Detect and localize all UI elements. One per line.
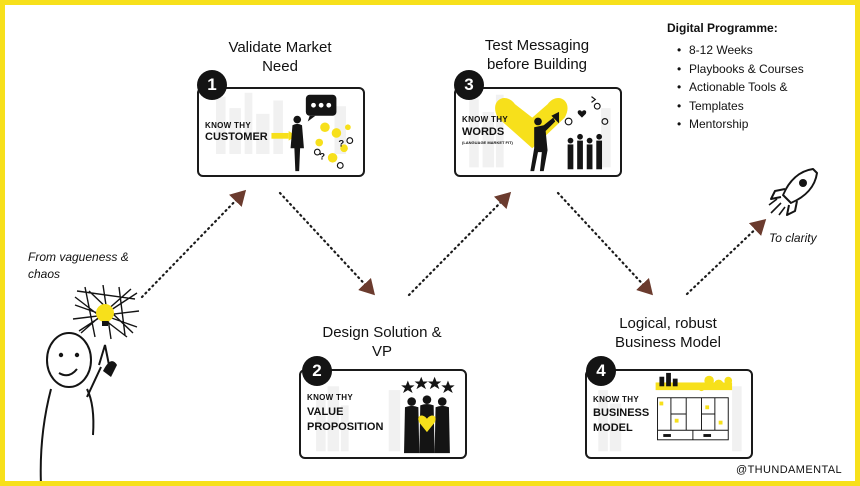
svg-text:?: ? xyxy=(338,138,344,149)
programme-item-tools: Actionable Tools & xyxy=(677,78,804,97)
step-1-card: ?? KNOW THY CUSTOMER xyxy=(197,87,365,177)
customer-illustration: ?? xyxy=(216,92,354,172)
start-note-line-2: chaos xyxy=(28,267,61,281)
arrow-step-1-to-step-2 xyxy=(278,191,375,296)
step-4-number-badge: 4 xyxy=(586,356,616,386)
step-4-title-line-1: Logical, robust xyxy=(619,315,717,332)
step-2-number-badge: 2 xyxy=(302,356,332,386)
step-2-heading-line-1: VALUE xyxy=(307,406,344,418)
step-4-card: KNOW THY BUSINESS MODEL xyxy=(585,369,753,459)
lightbulb-icon xyxy=(96,304,114,322)
author-handle: @THUNDAMENTAL xyxy=(736,464,842,476)
star-icons xyxy=(401,376,455,393)
step-4-know-label: KNOW THY xyxy=(593,395,639,404)
step-1-title-line-1: Validate Market xyxy=(228,39,332,56)
step-2-title-line-1: Design Solution & xyxy=(322,324,442,341)
step-3-card: KNOW THY WORDS (LANGUAGE MARKET FIT) xyxy=(454,87,622,177)
value-proposition-illustration xyxy=(316,376,455,454)
step-2-title: Design Solution & VP xyxy=(297,323,467,361)
end-note: To clarity xyxy=(769,231,817,245)
step-1-title-line-2: Need xyxy=(262,58,298,75)
start-note-line-1: From vagueness & xyxy=(28,250,129,264)
step-4-title-line-2: Business Model xyxy=(615,334,721,351)
svg-text:?: ? xyxy=(319,152,325,163)
step-3-title-line-2: before Building xyxy=(486,56,588,73)
step-1-title: Validate Market Need xyxy=(195,38,365,76)
step-3-title: Test Messaging before Building xyxy=(452,36,622,74)
programme-list: 8-12 Weeks Playbooks & Courses Actionabl… xyxy=(677,41,804,134)
step-3-subheading: (LANGUAGE MARKET FIT) xyxy=(462,140,513,145)
programme-item-playbooks: Playbooks & Courses xyxy=(677,60,804,79)
step-2-know-label: KNOW THY xyxy=(307,393,353,402)
arrow-start-to-step-1 xyxy=(140,189,247,299)
step-2-card: KNOW THY VALUE PROPOSITION xyxy=(299,369,467,459)
step-3-title-line-1: Test Messaging xyxy=(484,37,590,54)
step-1-know-label: KNOW THY xyxy=(205,121,251,130)
step-2-title-line-2: VP xyxy=(371,343,392,360)
step-4-title: Logical, robust Business Model xyxy=(583,314,753,352)
step-4-heading-line-1: BUSINESS xyxy=(593,407,650,419)
arrow-step-3-to-step-4 xyxy=(556,191,653,296)
step-1-number-badge: 1 xyxy=(197,70,227,100)
arrow-step-2-to-step-3 xyxy=(407,191,512,297)
heart-icon xyxy=(495,97,568,149)
step-3-heading: WORDS xyxy=(462,126,505,138)
step-4-heading-line-2: MODEL xyxy=(593,422,633,434)
arrow-step-4-to-clarity xyxy=(685,218,767,296)
programme-item-mentorship: Mentorship xyxy=(677,115,804,134)
step-2-heading-line-2: PROPOSITION xyxy=(307,421,384,433)
rocket-icon xyxy=(768,168,818,216)
business-model-illustration xyxy=(598,372,742,452)
words-illustration xyxy=(469,94,611,172)
step-1-heading: CUSTOMER xyxy=(205,131,268,143)
programme-title: Digital Programme: xyxy=(667,21,778,35)
step-3-number-badge: 3 xyxy=(454,70,484,100)
start-note: From vagueness & chaos xyxy=(28,249,129,283)
programme-item-templates: Templates xyxy=(677,97,804,116)
programme-item-duration: 8-12 Weeks xyxy=(677,41,804,60)
thinking-person-illustration xyxy=(39,285,140,481)
step-3-know-label: KNOW THY xyxy=(462,115,508,124)
flow-arrows xyxy=(140,189,767,299)
